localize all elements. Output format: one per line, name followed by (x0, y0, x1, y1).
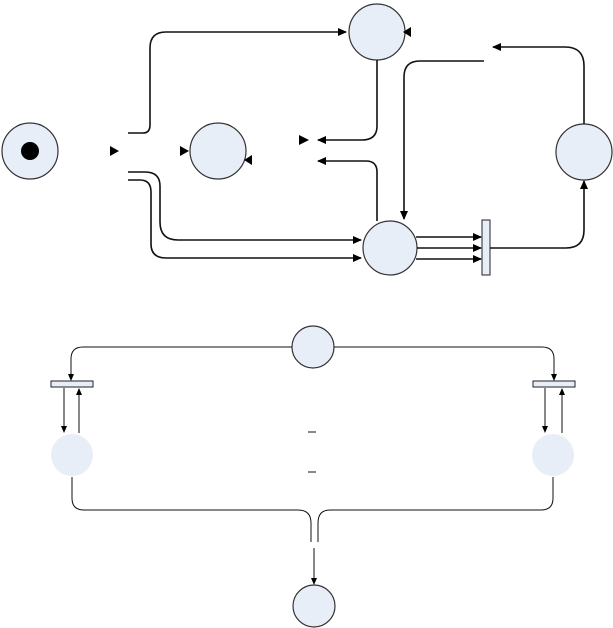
arc-to-right-bar (334, 346, 557, 381)
arrowhead-marker (110, 146, 119, 156)
bottom-center-place (292, 584, 336, 628)
arc-to-top-place (128, 28, 347, 134)
arc-to-bottom-place-2 (128, 179, 362, 262)
left-place (51, 434, 93, 476)
vertical-bar-transition (481, 219, 491, 276)
right-place (532, 434, 574, 476)
arrowhead-marker (180, 146, 189, 156)
top-net (1, 3, 613, 276)
top-place (348, 3, 406, 61)
bottom-net (50, 325, 576, 628)
arc-top-place-out (317, 60, 378, 144)
center-place (189, 122, 247, 180)
arrowhead-marker (299, 135, 309, 145)
arrowhead-marker (403, 27, 411, 37)
arc-bar-to-far-right (490, 180, 588, 249)
token (21, 142, 39, 160)
arc-left-merge (71, 477, 312, 542)
arc-bottom-place-out (317, 157, 378, 221)
arc-right-merge (317, 477, 554, 542)
arc-to-left-bar (68, 346, 292, 381)
arrowhead-marker (244, 155, 252, 165)
bottom-right-place (362, 220, 418, 276)
top-center-place (291, 325, 335, 369)
arc-loop-to-bottom-place (400, 60, 484, 220)
far-right-place (555, 123, 613, 181)
left-bar-transition (50, 380, 94, 388)
right-bar-transition (532, 380, 576, 388)
arc-to-bottom-place-1 (128, 171, 362, 244)
arc-far-right-loop (492, 43, 585, 124)
